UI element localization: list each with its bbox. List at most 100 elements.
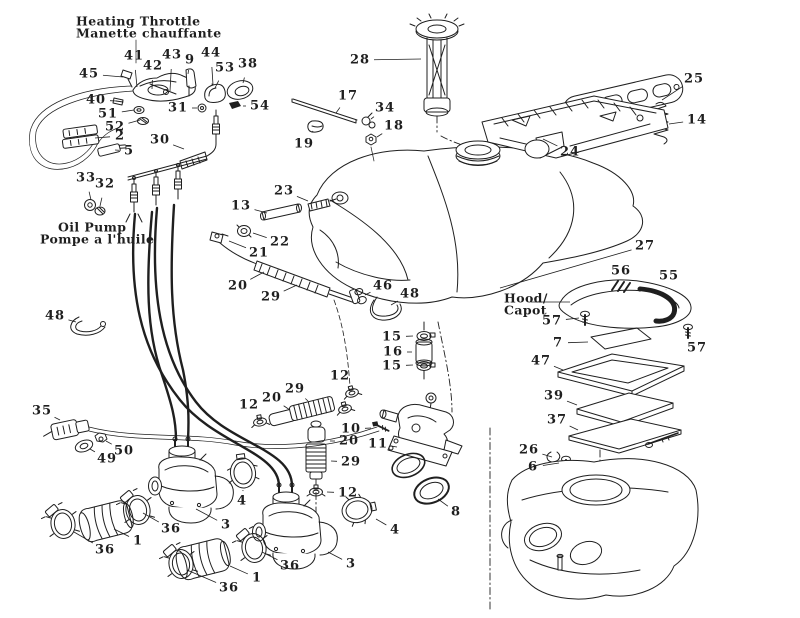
callout-leader-49 bbox=[89, 448, 96, 453]
callout-53: 53 bbox=[215, 61, 235, 76]
callout-leader-32 bbox=[99, 197, 103, 207]
callout-37: 37 bbox=[547, 413, 567, 428]
callout-8: 8 bbox=[451, 505, 461, 520]
callout-11: 11 bbox=[368, 437, 388, 452]
callout-35: 35 bbox=[32, 404, 52, 419]
wiring-harness-loop bbox=[29, 85, 134, 170]
title-heating-throttle-fr: Manette chauffante bbox=[76, 26, 222, 41]
callout-leader-53 bbox=[214, 80, 220, 89]
callout-38: 38 bbox=[238, 57, 258, 72]
callout-20: 20 bbox=[228, 279, 248, 294]
callout-24: 24 bbox=[560, 145, 580, 160]
callout-29: 29 bbox=[341, 455, 361, 470]
cable-clamp-46 bbox=[349, 288, 367, 305]
label-hood-fr: Capot bbox=[504, 303, 547, 318]
callout-20: 20 bbox=[262, 391, 282, 406]
callout-leader-36 bbox=[261, 551, 278, 561]
artwork-layer bbox=[29, 13, 699, 613]
callout-leader-8 bbox=[437, 498, 449, 507]
callout-9: 9 bbox=[185, 53, 195, 68]
grommet-rings-8 bbox=[391, 452, 450, 505]
callout-26: 26 bbox=[519, 443, 539, 458]
callout-42: 42 bbox=[143, 59, 163, 74]
callout-12: 12 bbox=[239, 398, 259, 413]
callout-leader-12 bbox=[347, 387, 351, 391]
callout-39: 39 bbox=[544, 389, 564, 404]
callout-leader-43 bbox=[169, 68, 172, 92]
callout-13: 13 bbox=[231, 199, 251, 214]
callout-36: 36 bbox=[95, 543, 115, 558]
callout-12: 12 bbox=[330, 369, 350, 384]
pump-screw-10 bbox=[372, 421, 390, 432]
callout-36: 36 bbox=[219, 581, 239, 596]
hood-assembly bbox=[546, 279, 694, 471]
callout-leader-7 bbox=[567, 341, 589, 344]
clamp-36-a bbox=[36, 496, 81, 543]
callout-2: 2 bbox=[115, 129, 125, 144]
hood-screw-57-right bbox=[682, 323, 694, 339]
callout-leader-36 bbox=[142, 512, 160, 523]
hose-guide-48 bbox=[370, 296, 402, 321]
fuel-pickup-strainer bbox=[409, 13, 465, 117]
callout-44: 44 bbox=[201, 46, 221, 61]
callout-leader-13 bbox=[254, 209, 268, 214]
throttle-cable-30 bbox=[127, 109, 220, 181]
callout-leader-52 bbox=[128, 119, 141, 124]
clip-26 bbox=[546, 451, 561, 463]
callout-41: 41 bbox=[124, 49, 144, 64]
callout-leader-18 bbox=[376, 133, 383, 138]
control-cables bbox=[131, 203, 294, 488]
oil-pump-washers bbox=[84, 199, 106, 216]
callout-3: 3 bbox=[221, 518, 231, 533]
callout-20: 20 bbox=[339, 434, 359, 449]
callout-leader-12 bbox=[256, 416, 259, 419]
callout-30: 30 bbox=[150, 133, 170, 148]
cover-panel-37 bbox=[568, 418, 682, 454]
callout-28: 28 bbox=[350, 53, 370, 68]
filler-neck bbox=[455, 140, 501, 166]
callout-49: 49 bbox=[97, 452, 117, 467]
carburetor-left bbox=[147, 436, 235, 524]
air-silencer-frame-47 bbox=[557, 353, 685, 397]
callout-43: 43 bbox=[162, 48, 182, 63]
callout-29: 29 bbox=[285, 382, 305, 397]
callout-54: 54 bbox=[250, 99, 270, 114]
callout-16: 16 bbox=[383, 345, 403, 360]
callout-leader-21 bbox=[228, 240, 247, 249]
callout-leader-38 bbox=[242, 77, 245, 84]
heating-throttle-lever bbox=[112, 39, 254, 125]
fuel-filter bbox=[415, 321, 436, 380]
callout-leader-2 bbox=[94, 136, 111, 139]
callout-leader-27 bbox=[499, 249, 632, 289]
callout-leader-28 bbox=[373, 58, 422, 61]
fuel-line-and-fittings bbox=[291, 98, 377, 162]
callout-leader-39 bbox=[566, 400, 578, 406]
hood-handle bbox=[637, 286, 678, 324]
callout-10: 10 bbox=[341, 422, 361, 437]
callout-1: 1 bbox=[133, 534, 143, 549]
callout-leader-41 bbox=[134, 69, 138, 88]
callout-leader-47 bbox=[553, 365, 564, 371]
callout-leader-3 bbox=[327, 551, 343, 560]
callout-36: 36 bbox=[161, 522, 181, 537]
callout-leader-30 bbox=[172, 144, 185, 150]
label-oil-pump-fr: Pompe a l'huile bbox=[40, 232, 154, 247]
callout-33: 33 bbox=[76, 171, 96, 186]
callout-15: 15 bbox=[382, 330, 402, 345]
callout-25: 25 bbox=[684, 72, 704, 87]
callout-leader-24 bbox=[542, 138, 558, 147]
callout-leader-51 bbox=[121, 109, 135, 113]
callout-leader-25 bbox=[661, 86, 683, 101]
callout-29: 29 bbox=[261, 290, 281, 305]
text-labels: Heating Throttle Manette chauffante Oil … bbox=[40, 14, 570, 318]
hood-pad-7 bbox=[590, 327, 652, 350]
callout-leader-17 bbox=[335, 107, 341, 114]
pulse-hose-vertical bbox=[305, 420, 327, 497]
airbox bbox=[501, 458, 699, 600]
grommet-49 bbox=[74, 439, 94, 453]
hose-guide-48-left bbox=[70, 316, 106, 336]
support-bracket bbox=[481, 95, 669, 159]
callout-leader-45 bbox=[102, 74, 124, 78]
callout-leader-26 bbox=[542, 453, 553, 458]
